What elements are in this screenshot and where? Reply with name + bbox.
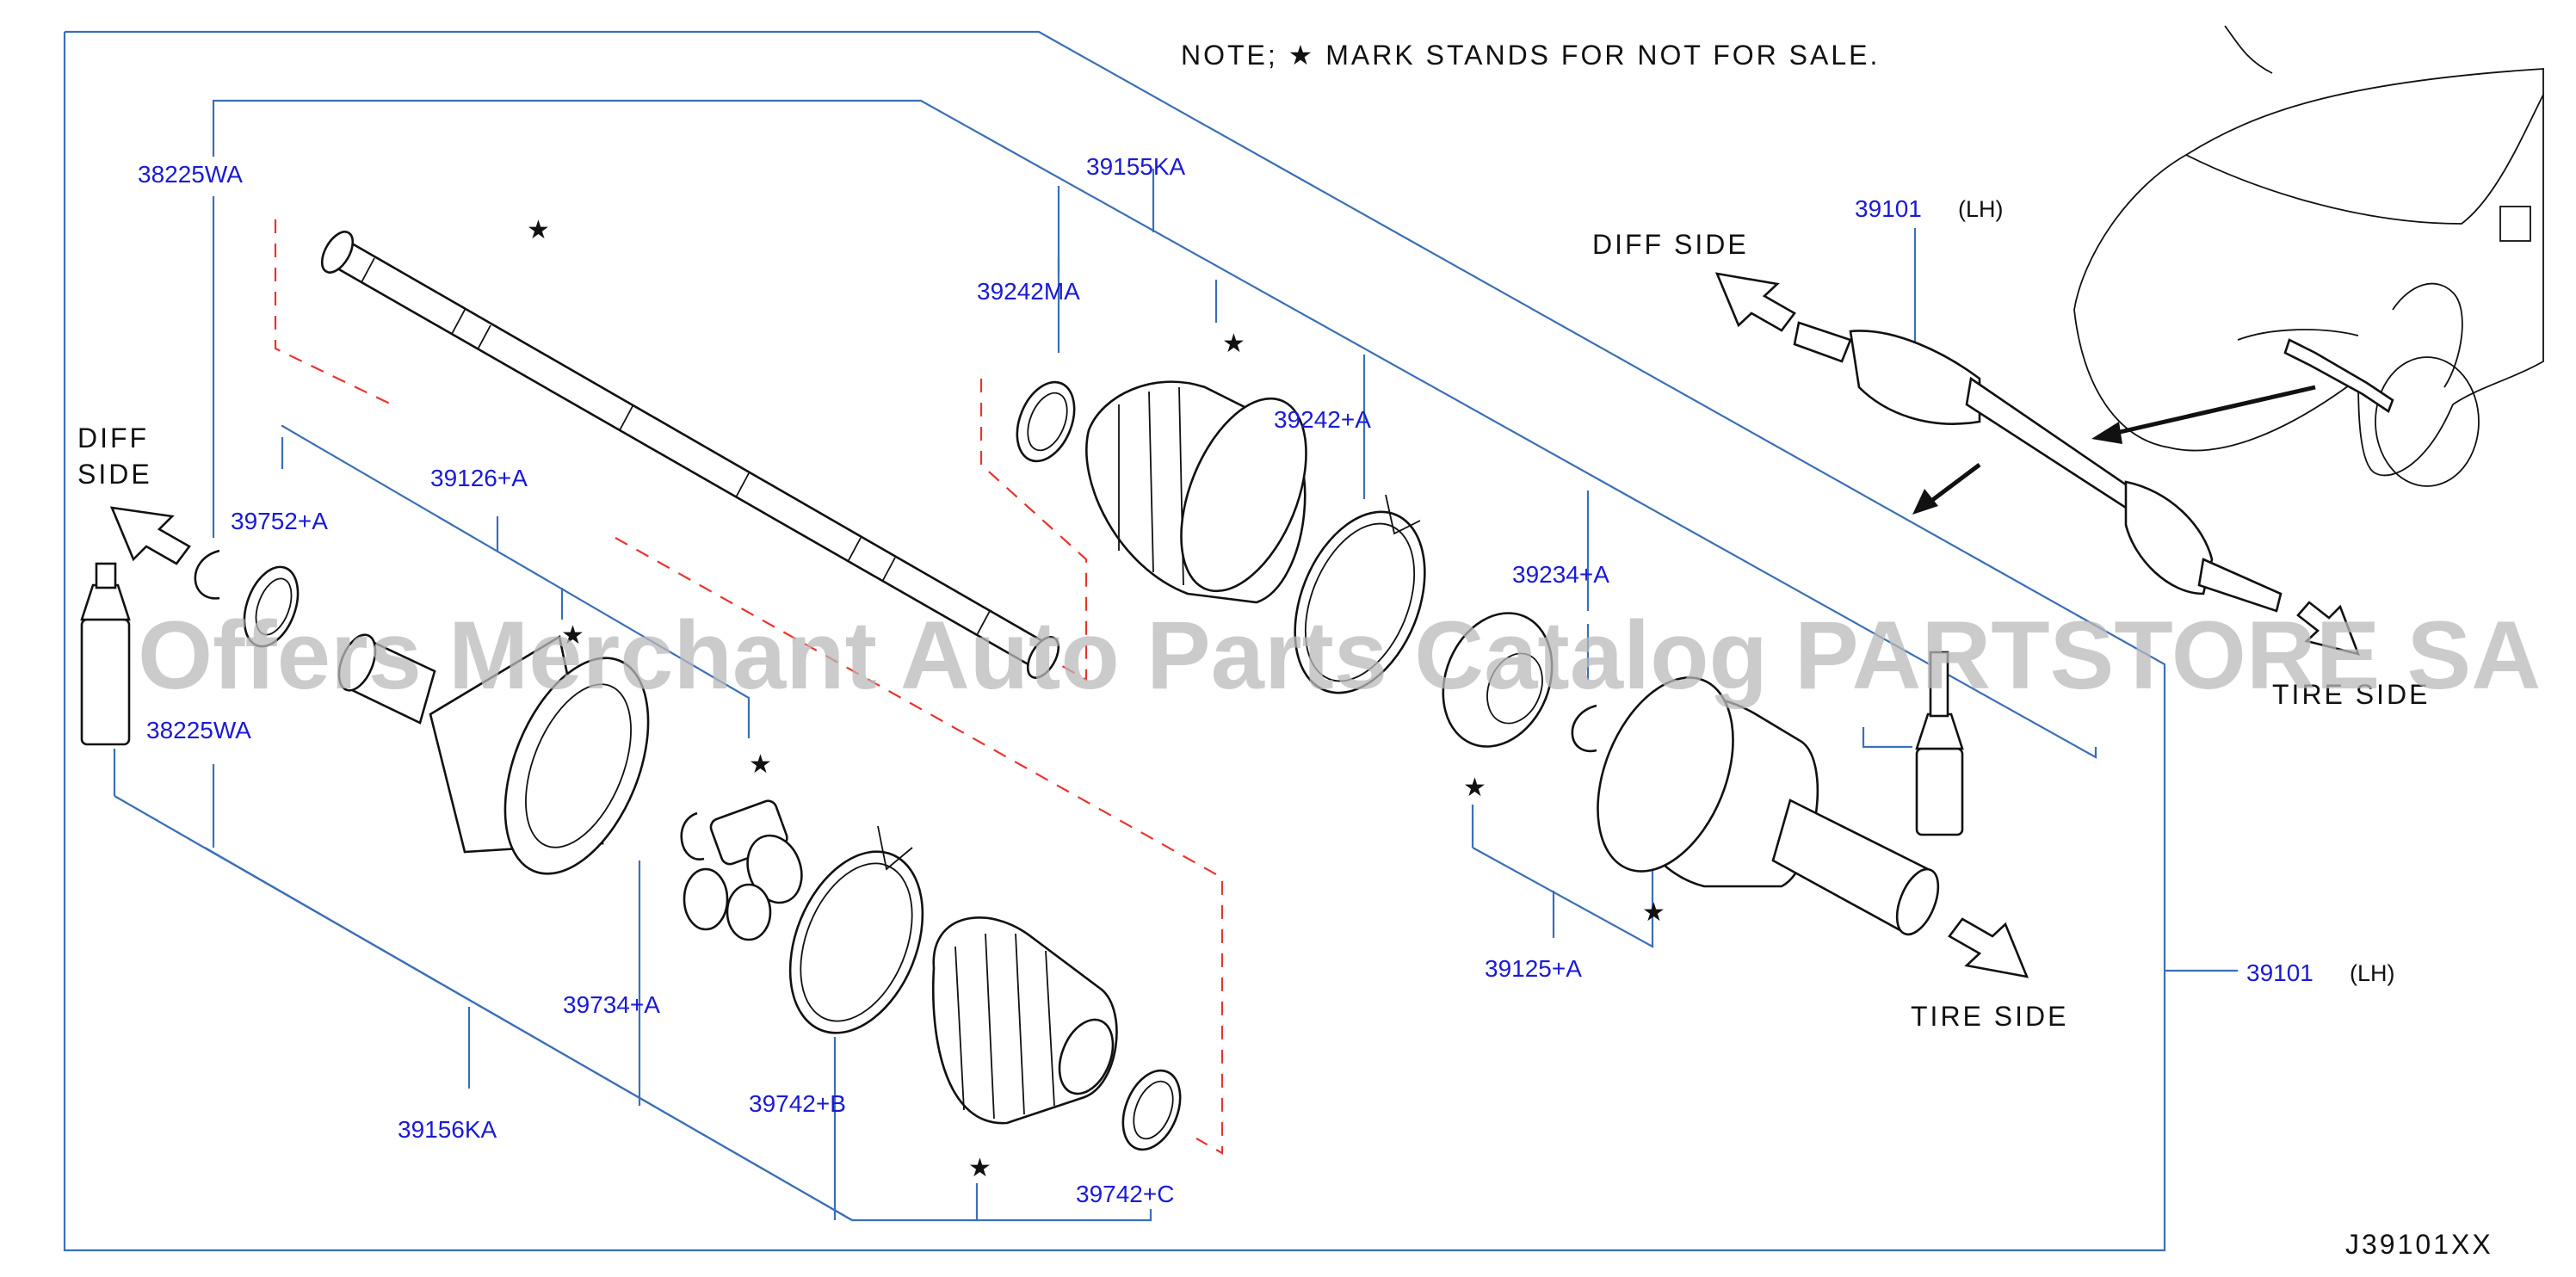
lh-label-right: (LH) [2350, 960, 2395, 986]
inner-joint-housing [337, 633, 650, 875]
tire-side-arrow-top [2296, 601, 2361, 656]
diagram-id: J39101XX [2345, 1229, 2493, 1260]
star-mark-outer-joint: ★ [1642, 898, 1665, 928]
star-mark-inner-joint: ★ [561, 620, 584, 651]
part-39155ka[interactable]: 39155KA [1086, 153, 1186, 180]
location-arrows [1912, 385, 2316, 515]
part-39742b[interactable]: 39742+B [749, 1090, 846, 1117]
part-39734a[interactable]: 39734+A [563, 991, 660, 1018]
outer-joint [1597, 676, 1940, 936]
star-mark-outer-boot: ★ [1222, 329, 1245, 359]
part-39101-right[interactable]: 39101 [2246, 959, 2313, 986]
diff-side-label-left-1: DIFF [77, 423, 149, 453]
boot-band-outer-large [1294, 494, 1426, 694]
part-39742c[interactable]: 39742+C [1076, 1181, 1174, 1207]
part-39126a[interactable]: 39126+A [430, 465, 528, 491]
tire-side-label-mid: TIRE SIDE [1911, 1001, 2068, 1032]
direction-labels: (LH) (LH) DIFF SIDE DIFF SIDE TIRE SIDE … [77, 40, 2493, 1260]
watermark-text: Offers Merchant Auto Parts Catalog PARTS… [138, 601, 2541, 709]
diff-side-arrow-top [1714, 272, 1796, 332]
star-mark-ball-cage: ★ [1463, 773, 1486, 803]
assembled-axle [1793, 321, 2283, 613]
grease-tube-left [80, 562, 131, 746]
vehicle-outline [2073, 25, 2544, 487]
part-39242ma[interactable]: 39242MA [977, 278, 1080, 305]
frame-outline [63, 30, 2238, 1252]
not-for-sale-marks: ★ ★ ★ ★ ★ ★ ★ [527, 215, 1665, 1183]
snap-rings [194, 549, 1597, 861]
diff-side-label-left-2: SIDE [77, 459, 152, 490]
lh-label-top: (LH) [1958, 196, 2004, 222]
ball-cage [1442, 612, 1554, 748]
part-39752a[interactable]: 39752+A [231, 508, 328, 534]
part-39101-top[interactable]: 39101 [1855, 195, 1922, 222]
part-38225wa-left[interactable]: 38225WA [146, 717, 251, 743]
part-38225wa-top[interactable]: 38225WA [138, 161, 243, 188]
tire-side-label-top: TIRE SIDE [2272, 679, 2430, 710]
intermediate-shaft [320, 231, 1060, 679]
boot-band-large [788, 825, 924, 1034]
part-number-labels: 38225WA 38225WA 39155KA 39242MA 39242+A … [138, 153, 2313, 1207]
note-text: NOTE; ★ MARK STANDS FOR NOT FOR SALE. [1181, 40, 1880, 71]
boot-band-small [1121, 1069, 1182, 1151]
star-mark-tripod: ★ [749, 750, 772, 780]
tripod-joint [683, 799, 803, 941]
grease-tube-right [1915, 651, 1964, 836]
star-mark-inner-boot: ★ [968, 1153, 991, 1183]
diff-side-arrow-left [109, 506, 191, 565]
leader-lines [113, 99, 2097, 1222]
star-mark-shaft: ★ [527, 215, 550, 245]
inner-boot [932, 916, 1118, 1125]
outer-boot [1085, 380, 1307, 604]
diff-side-label-top: DIFF SIDE [1592, 229, 1749, 260]
part-39242a[interactable]: 39242+A [1274, 406, 1371, 433]
part-39156ka[interactable]: 39156KA [398, 1116, 497, 1143]
part-39125a[interactable]: 39125+A [1485, 955, 1582, 982]
part-39234a[interactable]: 39234+A [1512, 561, 1609, 588]
tire-side-arrow-mid [1948, 917, 2029, 978]
boot-band-outer-small [1016, 380, 1076, 463]
